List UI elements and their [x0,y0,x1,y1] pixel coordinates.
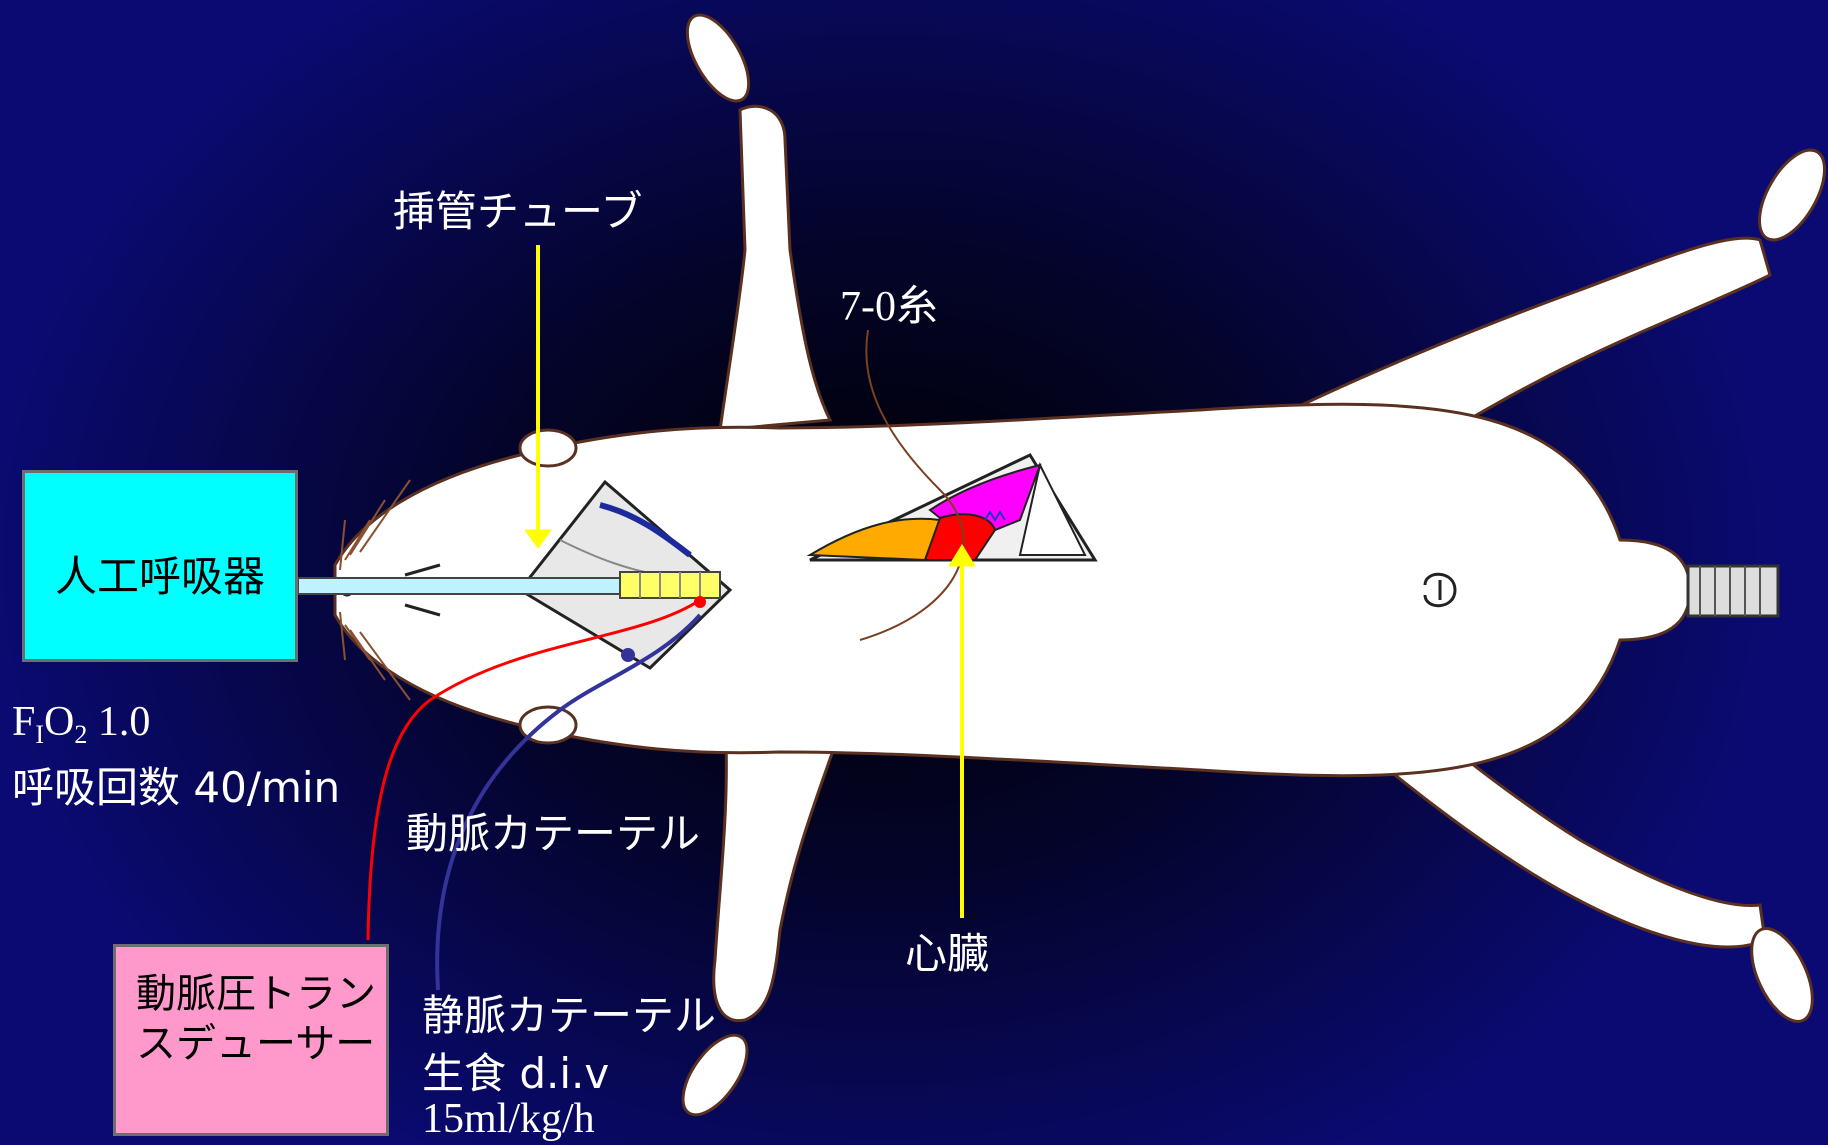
infusion-rate-label: 15ml/kg/h [422,1095,595,1143]
venous-catheter-label: 静脈カテーテル [422,982,716,1043]
heart-label: 心臓 [905,920,989,981]
paw-upper-right [1746,140,1828,251]
resp-rate-label: 呼吸回数 40/min [12,754,340,815]
ventilator-box: 人工呼吸器 [22,470,298,662]
fio2-label: FIO2 1.0 [12,698,150,746]
fio2-value: 1.0 [87,699,150,745]
intubation-tube-line [298,578,668,594]
tube-tip [620,572,720,598]
front-leg-upper [720,106,830,430]
saline-label: 生食 d.i.v [422,1040,609,1101]
fio2-sub-2: 2 [74,720,87,749]
venous-catheter-joint [621,648,635,662]
tail [1688,566,1778,616]
ventilator-label: 人工呼吸器 [25,543,295,604]
intubation-tube-label: 挿管チューブ [393,178,642,239]
arterial-transducer-box: 動脈圧トランスデューサー [113,944,389,1136]
paw-upper-left [675,5,761,110]
fio2-f: F [12,699,35,745]
fio2-o: O [44,699,74,745]
ear-upper [520,430,576,466]
suture-label: 7-0糸 [840,272,938,333]
arterial-catheter-tip [694,596,706,608]
arterial-catheter-label: 動脈カテーテル [406,800,700,861]
fio2-sub-i: I [35,720,44,749]
arterial-transducer-label: 動脈圧トランスデューサー [136,969,381,1069]
front-leg-lower [714,720,840,1021]
